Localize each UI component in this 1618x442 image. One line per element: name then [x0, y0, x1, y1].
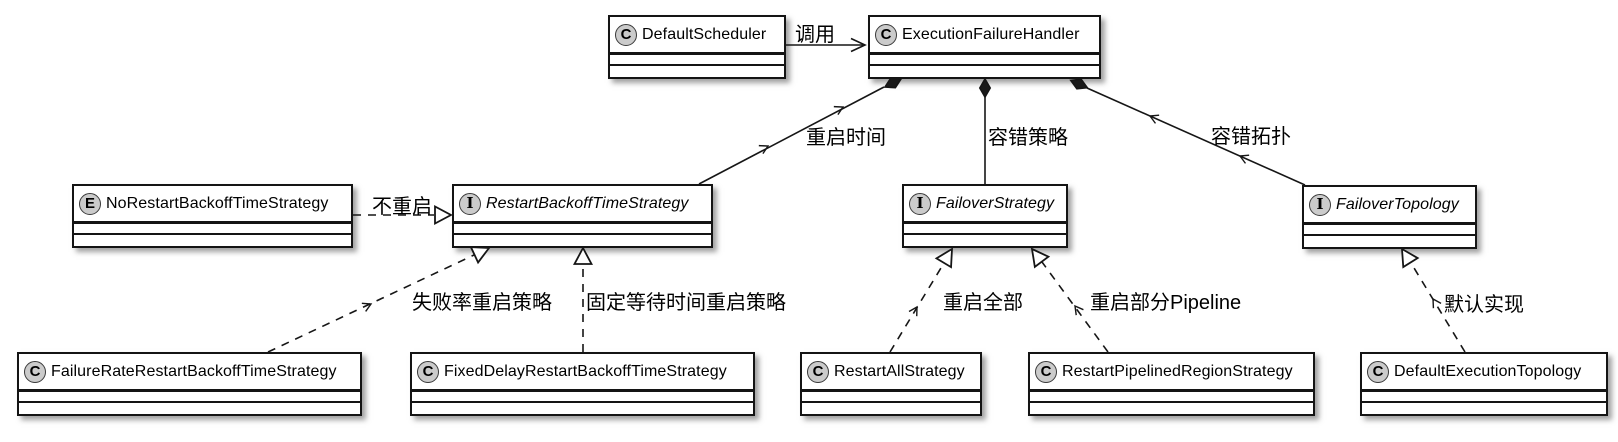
- class-box-default-execution-topology: C DefaultExecutionTopology: [1360, 352, 1608, 416]
- class-title: C FailureRateRestartBackoffTimeStrategy: [19, 354, 360, 389]
- class-stereotype-icon: C: [875, 23, 897, 46]
- class-title: C DefaultScheduler: [610, 17, 784, 52]
- edge-label-invoke: 调用: [795, 24, 835, 46]
- methods-compartment: [1362, 401, 1606, 414]
- class-title: I RestartBackoffTimeStrategy: [454, 186, 711, 221]
- fields-compartment: [904, 221, 1066, 233]
- class-stereotype-icon: C: [24, 360, 46, 383]
- direction-chevron-icon: [1148, 114, 1160, 124]
- direction-chevron-icon: [758, 144, 770, 155]
- fields-compartment: [870, 52, 1099, 64]
- class-stereotype-icon: C: [807, 360, 829, 383]
- class-box-failover-strategy: I FailoverStrategy: [902, 184, 1068, 248]
- class-box-execution-failure-handler: C ExecutionFailureHandler: [868, 15, 1101, 79]
- direction-chevron-icon: [361, 302, 373, 312]
- class-title: C FixedDelayRestartBackoffTimeStrategy: [412, 354, 753, 389]
- fields-compartment: [74, 221, 351, 233]
- edge-label-restart-pipelined: 重启部分Pipeline: [1090, 292, 1242, 314]
- methods-compartment: [19, 401, 360, 414]
- realization-triangle-icon: [573, 246, 593, 265]
- methods-compartment: [904, 233, 1066, 246]
- direction-chevron-icon: [908, 305, 918, 317]
- class-title: I FailoverStrategy: [904, 186, 1066, 221]
- edge-label-default-impl: 默认实现: [1444, 294, 1524, 316]
- class-name: DefaultExecutionTopology: [1394, 362, 1582, 380]
- edge-label-restart-all: 重启全部: [943, 292, 1023, 314]
- class-name: RestartPipelinedRegionStrategy: [1062, 362, 1293, 380]
- class-box-failover-topology: I FailoverTopology: [1302, 185, 1477, 249]
- edge-label-failover-strategy: 容错策略: [988, 127, 1068, 149]
- interface-stereotype-icon: I: [459, 192, 481, 215]
- class-name: NoRestartBackoffTimeStrategy: [106, 194, 329, 212]
- class-name: FailureRateRestartBackoffTimeStrategy: [51, 362, 337, 380]
- methods-compartment: [802, 401, 980, 414]
- open-arrowhead-icon: [850, 37, 867, 53]
- direction-chevron-icon: [1074, 304, 1084, 316]
- edge-label-restart-time: 重启时间: [806, 127, 886, 149]
- class-name: FailoverStrategy: [936, 194, 1055, 212]
- methods-compartment: [1030, 401, 1313, 414]
- class-box-restart-pipelined-region-strategy: C RestartPipelinedRegionStrategy: [1028, 352, 1315, 416]
- direction-chevron-icon: [833, 105, 845, 116]
- class-title: C DefaultExecutionTopology: [1362, 354, 1606, 389]
- methods-compartment: [412, 401, 753, 414]
- fields-compartment: [1362, 389, 1606, 401]
- fields-compartment: [1030, 389, 1313, 401]
- class-title: C RestartPipelinedRegionStrategy: [1030, 354, 1313, 389]
- methods-compartment: [870, 64, 1099, 77]
- class-title: E NoRestartBackoffTimeStrategy: [74, 186, 351, 221]
- enum-stereotype-icon: E: [79, 192, 101, 215]
- class-box-restart-all-strategy: C RestartAllStrategy: [800, 352, 982, 416]
- edge-label-fixed-delay: 固定等待时间重启策略: [586, 292, 786, 314]
- class-box-failure-rate-restart-backoff-time-strategy: C FailureRateRestartBackoffTimeStrategy: [17, 352, 362, 416]
- class-name: FailoverTopology: [1336, 195, 1459, 213]
- fields-compartment: [610, 52, 784, 64]
- class-stereotype-icon: C: [615, 23, 637, 46]
- class-name: FixedDelayRestartBackoffTimeStrategy: [444, 362, 727, 380]
- edge-label-failover-topology: 容错拓扑: [1211, 126, 1291, 148]
- fields-compartment: [454, 221, 711, 233]
- methods-compartment: [454, 233, 711, 246]
- class-name: ExecutionFailureHandler: [902, 25, 1080, 43]
- class-stereotype-icon: C: [1367, 360, 1389, 383]
- edge-label-no-restart: 不重启: [372, 196, 432, 218]
- interface-stereotype-icon: I: [1309, 193, 1331, 216]
- methods-compartment: [610, 64, 784, 77]
- realization-triangle-icon: [434, 205, 453, 225]
- class-box-fixed-delay-restart-backoff-time-strategy: C FixedDelayRestartBackoffTimeStrategy: [410, 352, 755, 416]
- edge-label-failure-rate: 失败率重启策略: [412, 292, 552, 314]
- direction-chevron-icon: [1432, 297, 1442, 309]
- direction-chevron-icon: [1238, 154, 1250, 164]
- class-box-no-restart-backoff-time-strategy: E NoRestartBackoffTimeStrategy: [72, 184, 353, 248]
- methods-compartment: [1304, 234, 1475, 247]
- class-stereotype-icon: C: [1035, 360, 1057, 383]
- class-name: RestartBackoffTimeStrategy: [486, 194, 689, 212]
- interface-stereotype-icon: I: [909, 192, 931, 215]
- class-title: C RestartAllStrategy: [802, 354, 980, 389]
- class-stereotype-icon: C: [417, 360, 439, 383]
- fields-compartment: [1304, 222, 1475, 234]
- fields-compartment: [802, 389, 980, 401]
- class-name: RestartAllStrategy: [834, 362, 965, 380]
- composition-diamond-icon: [978, 77, 992, 99]
- fields-compartment: [19, 389, 360, 401]
- class-name: DefaultScheduler: [642, 25, 767, 43]
- class-box-restart-backoff-time-strategy: I RestartBackoffTimeStrategy: [452, 184, 713, 248]
- class-box-default-scheduler: C DefaultScheduler: [608, 15, 786, 79]
- methods-compartment: [74, 233, 351, 246]
- class-title: I FailoverTopology: [1304, 187, 1475, 222]
- fields-compartment: [412, 389, 753, 401]
- class-title: C ExecutionFailureHandler: [870, 17, 1099, 52]
